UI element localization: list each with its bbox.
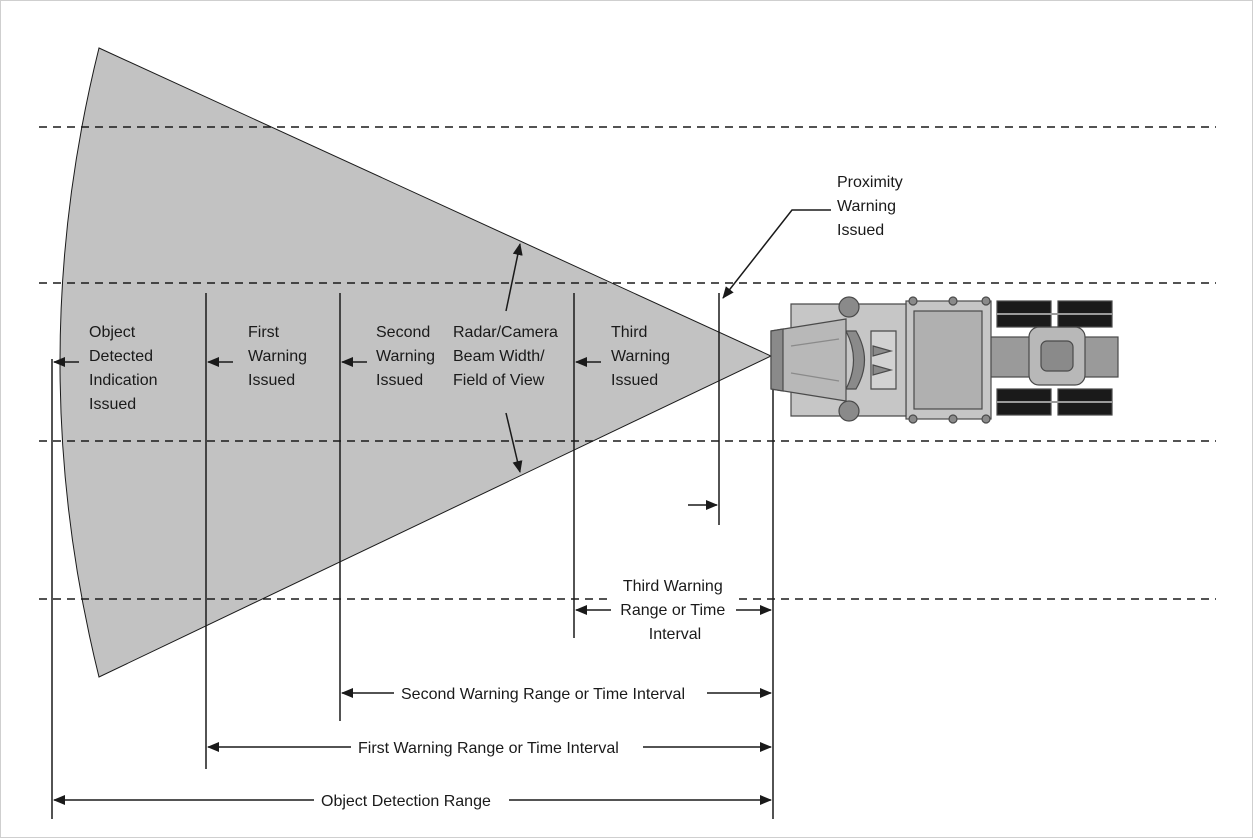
object-detected-label: Object Detected Indication Issued (89, 324, 162, 413)
second-range-label: Second Warning Range or Time Interval (401, 686, 685, 703)
detection-range-label: Object Detection Range (321, 793, 491, 810)
beam-width-arrow-up (505, 243, 523, 312)
proximity-warning-label: Proximity Warning Issued (837, 174, 907, 239)
beam-field-of-view (59, 47, 773, 678)
second-warning-label: Second Warning Issued (376, 324, 439, 389)
third-range-label: Third Warning Range or Time Interval (620, 578, 729, 643)
beam-width-arrow-down (505, 412, 523, 473)
beam-width-label: Radar/Camera Beam Width/ Field of View (453, 324, 562, 389)
first-warning-label: First Warning Issued (248, 324, 311, 389)
third-warning-label: Third Warning Issued (611, 324, 674, 389)
proximity-leader-arrow (722, 209, 831, 299)
first-range-label: First Warning Range or Time Interval (358, 740, 619, 757)
haul-truck-top-view-icon (770, 296, 1119, 424)
